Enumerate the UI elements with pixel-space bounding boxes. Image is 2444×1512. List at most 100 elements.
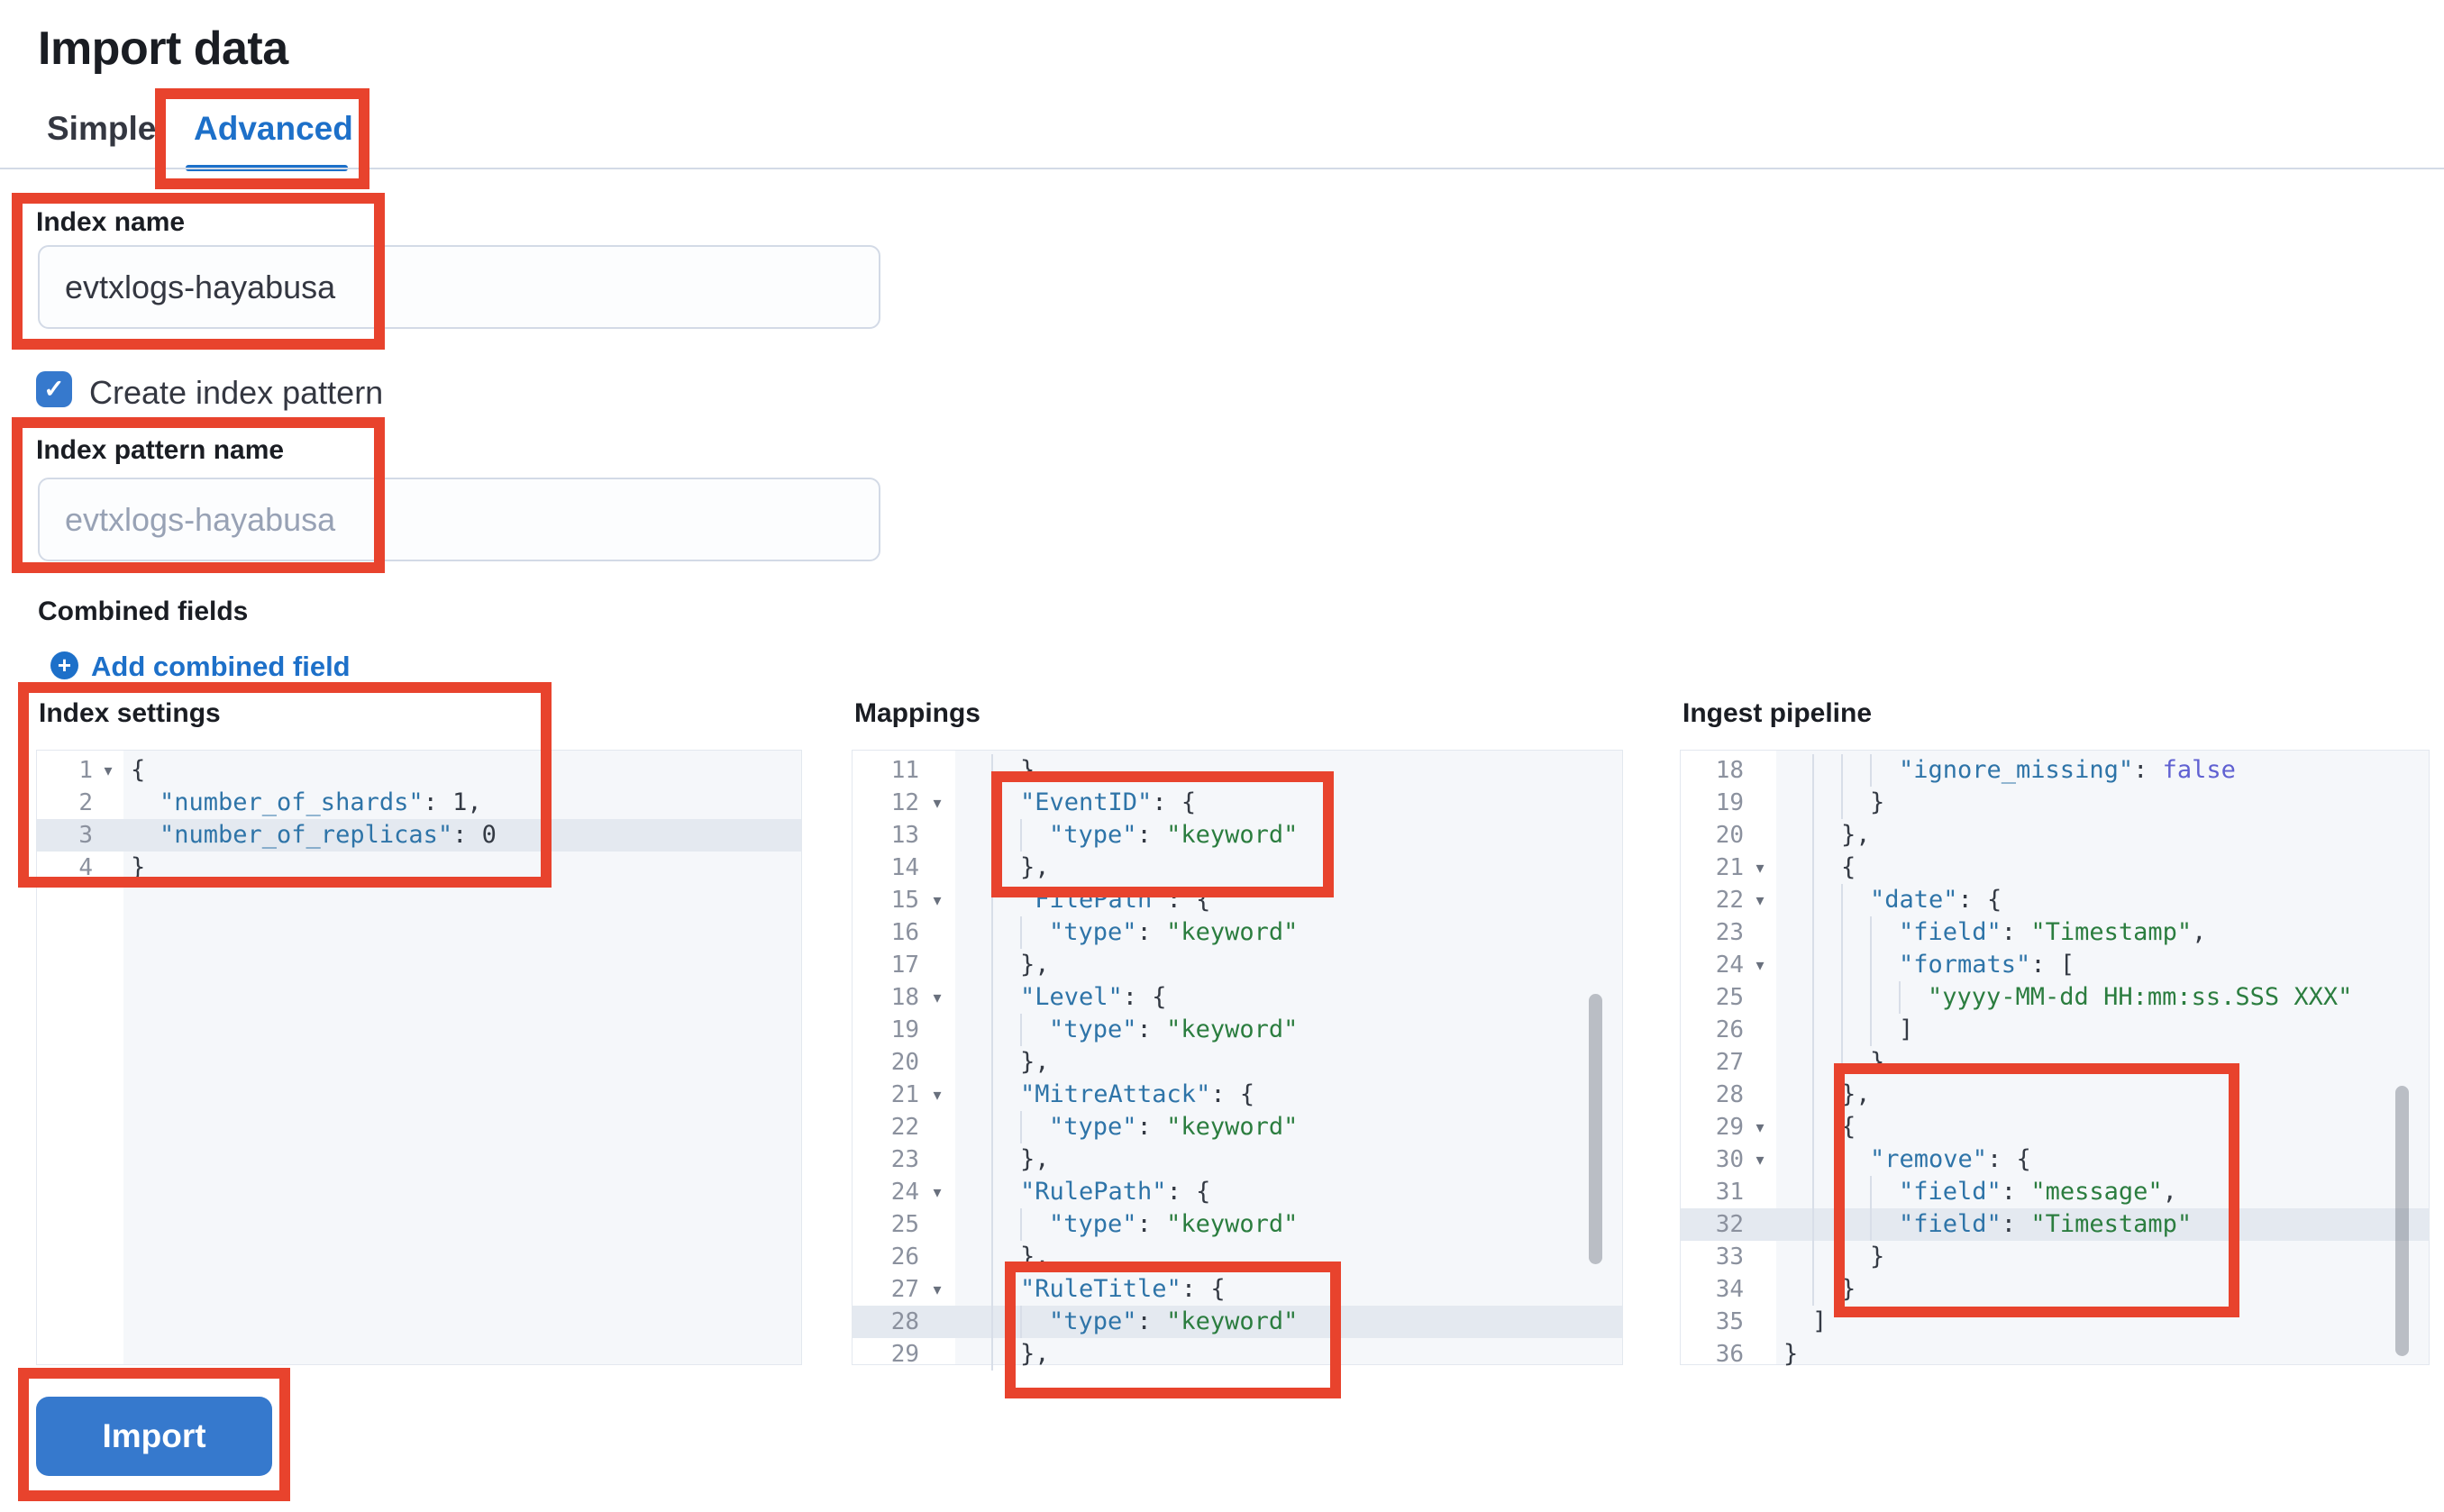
code-line-1[interactable]: 1 ▾ { — [37, 754, 801, 787]
code-line-23[interactable]: 23"field": "Timestamp", — [1681, 916, 2429, 949]
code-text: "type": "keyword" — [955, 1208, 1298, 1241]
code-text: "field": "Timestamp", — [1776, 916, 2206, 949]
fold-arrow-icon[interactable]: ▾ — [933, 1183, 942, 1201]
tab-advanced[interactable]: Advanced — [194, 110, 353, 147]
fold-spacer — [1744, 787, 1776, 819]
import-button[interactable]: Import — [36, 1397, 272, 1476]
code-line-32[interactable]: 32"field": "Timestamp" — [1681, 1208, 2429, 1241]
code-line-14[interactable]: 14}, — [853, 852, 1622, 884]
code-line-36[interactable]: 36} — [1681, 1338, 2429, 1371]
line-number: 12 — [890, 789, 919, 816]
code-line-19[interactable]: 19} — [1681, 787, 2429, 819]
code-line-27[interactable]: 27} — [1681, 1046, 2429, 1079]
code-line-2[interactable]: 2"number_of_shards": 1, — [37, 787, 801, 819]
fold-arrow-icon[interactable]: ▾ — [1755, 859, 1765, 877]
fold-arrow-icon[interactable]: ▾ — [933, 794, 942, 812]
fold-arrow-icon[interactable]: ▾ — [104, 761, 113, 779]
code-line-24[interactable]: 24▾"RulePath": { — [853, 1176, 1622, 1208]
fold-arrow-icon[interactable]: ▾ — [933, 891, 942, 909]
fold-spacer — [919, 754, 955, 787]
fold-arrow-icon[interactable]: ▾ — [933, 1280, 942, 1298]
code-line-17[interactable]: 17}, — [853, 949, 1622, 981]
code-line-18[interactable]: 18"ignore_missing": false — [1681, 754, 2429, 787]
code-line-28[interactable]: 28}, — [1681, 1079, 2429, 1111]
fold-arrow-icon[interactable]: ▾ — [1755, 891, 1765, 909]
fold-arrow-icon[interactable]: ▾ — [1755, 1151, 1765, 1169]
code-text: } — [1776, 1241, 1884, 1273]
code-line-11[interactable]: 11}, — [853, 754, 1622, 787]
mappings-editor-label: Mappings — [854, 698, 980, 728]
code-line-3[interactable]: 3"number_of_replicas": 0 — [37, 819, 801, 852]
code-line-33[interactable]: 33} — [1681, 1241, 2429, 1273]
vertical-scrollbar-thumb[interactable] — [1589, 994, 1602, 1264]
fold-arrow-icon[interactable]: ▾ — [933, 988, 942, 1006]
index-settings-editor-label: Index settings — [39, 698, 221, 728]
create-index-pattern-label: Create index pattern — [89, 374, 384, 411]
fold-spacer — [919, 1143, 955, 1176]
code-line-24[interactable]: 24▾"formats": [ — [1681, 949, 2429, 981]
code-text: "FilePath": { — [955, 884, 1210, 916]
fold-spacer — [919, 1241, 955, 1273]
code-text: { — [131, 756, 146, 784]
code-line-22[interactable]: 22▾"date": { — [1681, 884, 2429, 916]
code-text: "remove": { — [1776, 1143, 2031, 1176]
fold-spacer — [919, 819, 955, 852]
line-number: 13 — [890, 822, 919, 849]
code-line-18[interactable]: 18▾"Level": { — [853, 981, 1622, 1014]
line-number: 33 — [1715, 1243, 1744, 1271]
fold-spacer — [93, 819, 123, 852]
create-index-pattern-checkbox[interactable] — [36, 371, 72, 407]
line-number: 1 — [78, 757, 93, 784]
line-number: 20 — [1715, 822, 1744, 849]
index-name-label: Index name — [36, 207, 186, 237]
code-text: "type": "keyword" — [955, 916, 1298, 949]
fold-arrow-icon[interactable]: ▾ — [933, 1086, 942, 1104]
code-line-29[interactable]: 29}, — [853, 1338, 1622, 1371]
fold-arrow-icon[interactable]: ▾ — [1755, 956, 1765, 974]
code-line-26[interactable]: 26] — [1681, 1014, 2429, 1046]
code-line-30[interactable]: 30▾"remove": { — [1681, 1143, 2429, 1176]
code-text: "type": "keyword" — [955, 1306, 1298, 1338]
code-line-35[interactable]: 35] — [1681, 1306, 2429, 1338]
line-number: 20 — [890, 1049, 919, 1076]
fold-arrow-icon[interactable]: ▾ — [1755, 1118, 1765, 1136]
line-number: 27 — [890, 1276, 919, 1303]
index-pattern-name-input[interactable] — [38, 478, 880, 561]
code-text: { — [1776, 1111, 1856, 1143]
code-line-15[interactable]: 15▾"FilePath": { — [853, 884, 1622, 916]
code-line-27[interactable]: 27▾"RuleTitle": { — [853, 1273, 1622, 1306]
code-text: "number_of_replicas": 0 — [160, 821, 497, 849]
code-line-23[interactable]: 23}, — [853, 1143, 1622, 1176]
tab-simple[interactable]: Simple — [47, 110, 157, 147]
index-settings-editor[interactable]: Index settings 1 ▾ {2"number_of_shards": 1,… — [36, 698, 802, 1365]
vertical-scrollbar-thumb[interactable] — [2395, 1086, 2409, 1356]
code-line-20[interactable]: 20}, — [1681, 819, 2429, 852]
code-text: { — [1776, 852, 1856, 884]
add-combined-field-link[interactable]: Add combined field — [91, 651, 351, 682]
code-line-16[interactable]: 16"type": "keyword" — [853, 916, 1622, 949]
code-line-26[interactable]: 26}, — [853, 1241, 1622, 1273]
fold-spacer — [919, 1338, 955, 1371]
code-line-29[interactable]: 29▾{ — [1681, 1111, 2429, 1143]
line-number: 26 — [890, 1243, 919, 1271]
code-text: } — [131, 853, 146, 881]
code-line-28[interactable]: 28"type": "keyword" — [853, 1306, 1622, 1338]
code-line-13[interactable]: 13"type": "keyword" — [853, 819, 1622, 852]
code-line-25[interactable]: 25"type": "keyword" — [853, 1208, 1622, 1241]
fold-spacer — [919, 949, 955, 981]
code-line-4[interactable]: 4} — [37, 852, 801, 884]
code-line-12[interactable]: 12▾"EventID": { — [853, 787, 1622, 819]
code-line-22[interactable]: 22"type": "keyword" — [853, 1111, 1622, 1143]
code-text: } — [1776, 1273, 1856, 1306]
index-name-input[interactable] — [38, 245, 880, 329]
code-line-31[interactable]: 31"field": "message", — [1681, 1176, 2429, 1208]
code-line-25[interactable]: 25"yyyy-MM-dd HH:mm:ss.SSS XXX" — [1681, 981, 2429, 1014]
code-line-21[interactable]: 21▾{ — [1681, 852, 2429, 884]
code-line-21[interactable]: 21▾"MitreAttack": { — [853, 1079, 1622, 1111]
line-number: 19 — [890, 1016, 919, 1043]
code-line-20[interactable]: 20}, — [853, 1046, 1622, 1079]
code-line-19[interactable]: 19"type": "keyword" — [853, 1014, 1622, 1046]
code-line-34[interactable]: 34} — [1681, 1273, 2429, 1306]
